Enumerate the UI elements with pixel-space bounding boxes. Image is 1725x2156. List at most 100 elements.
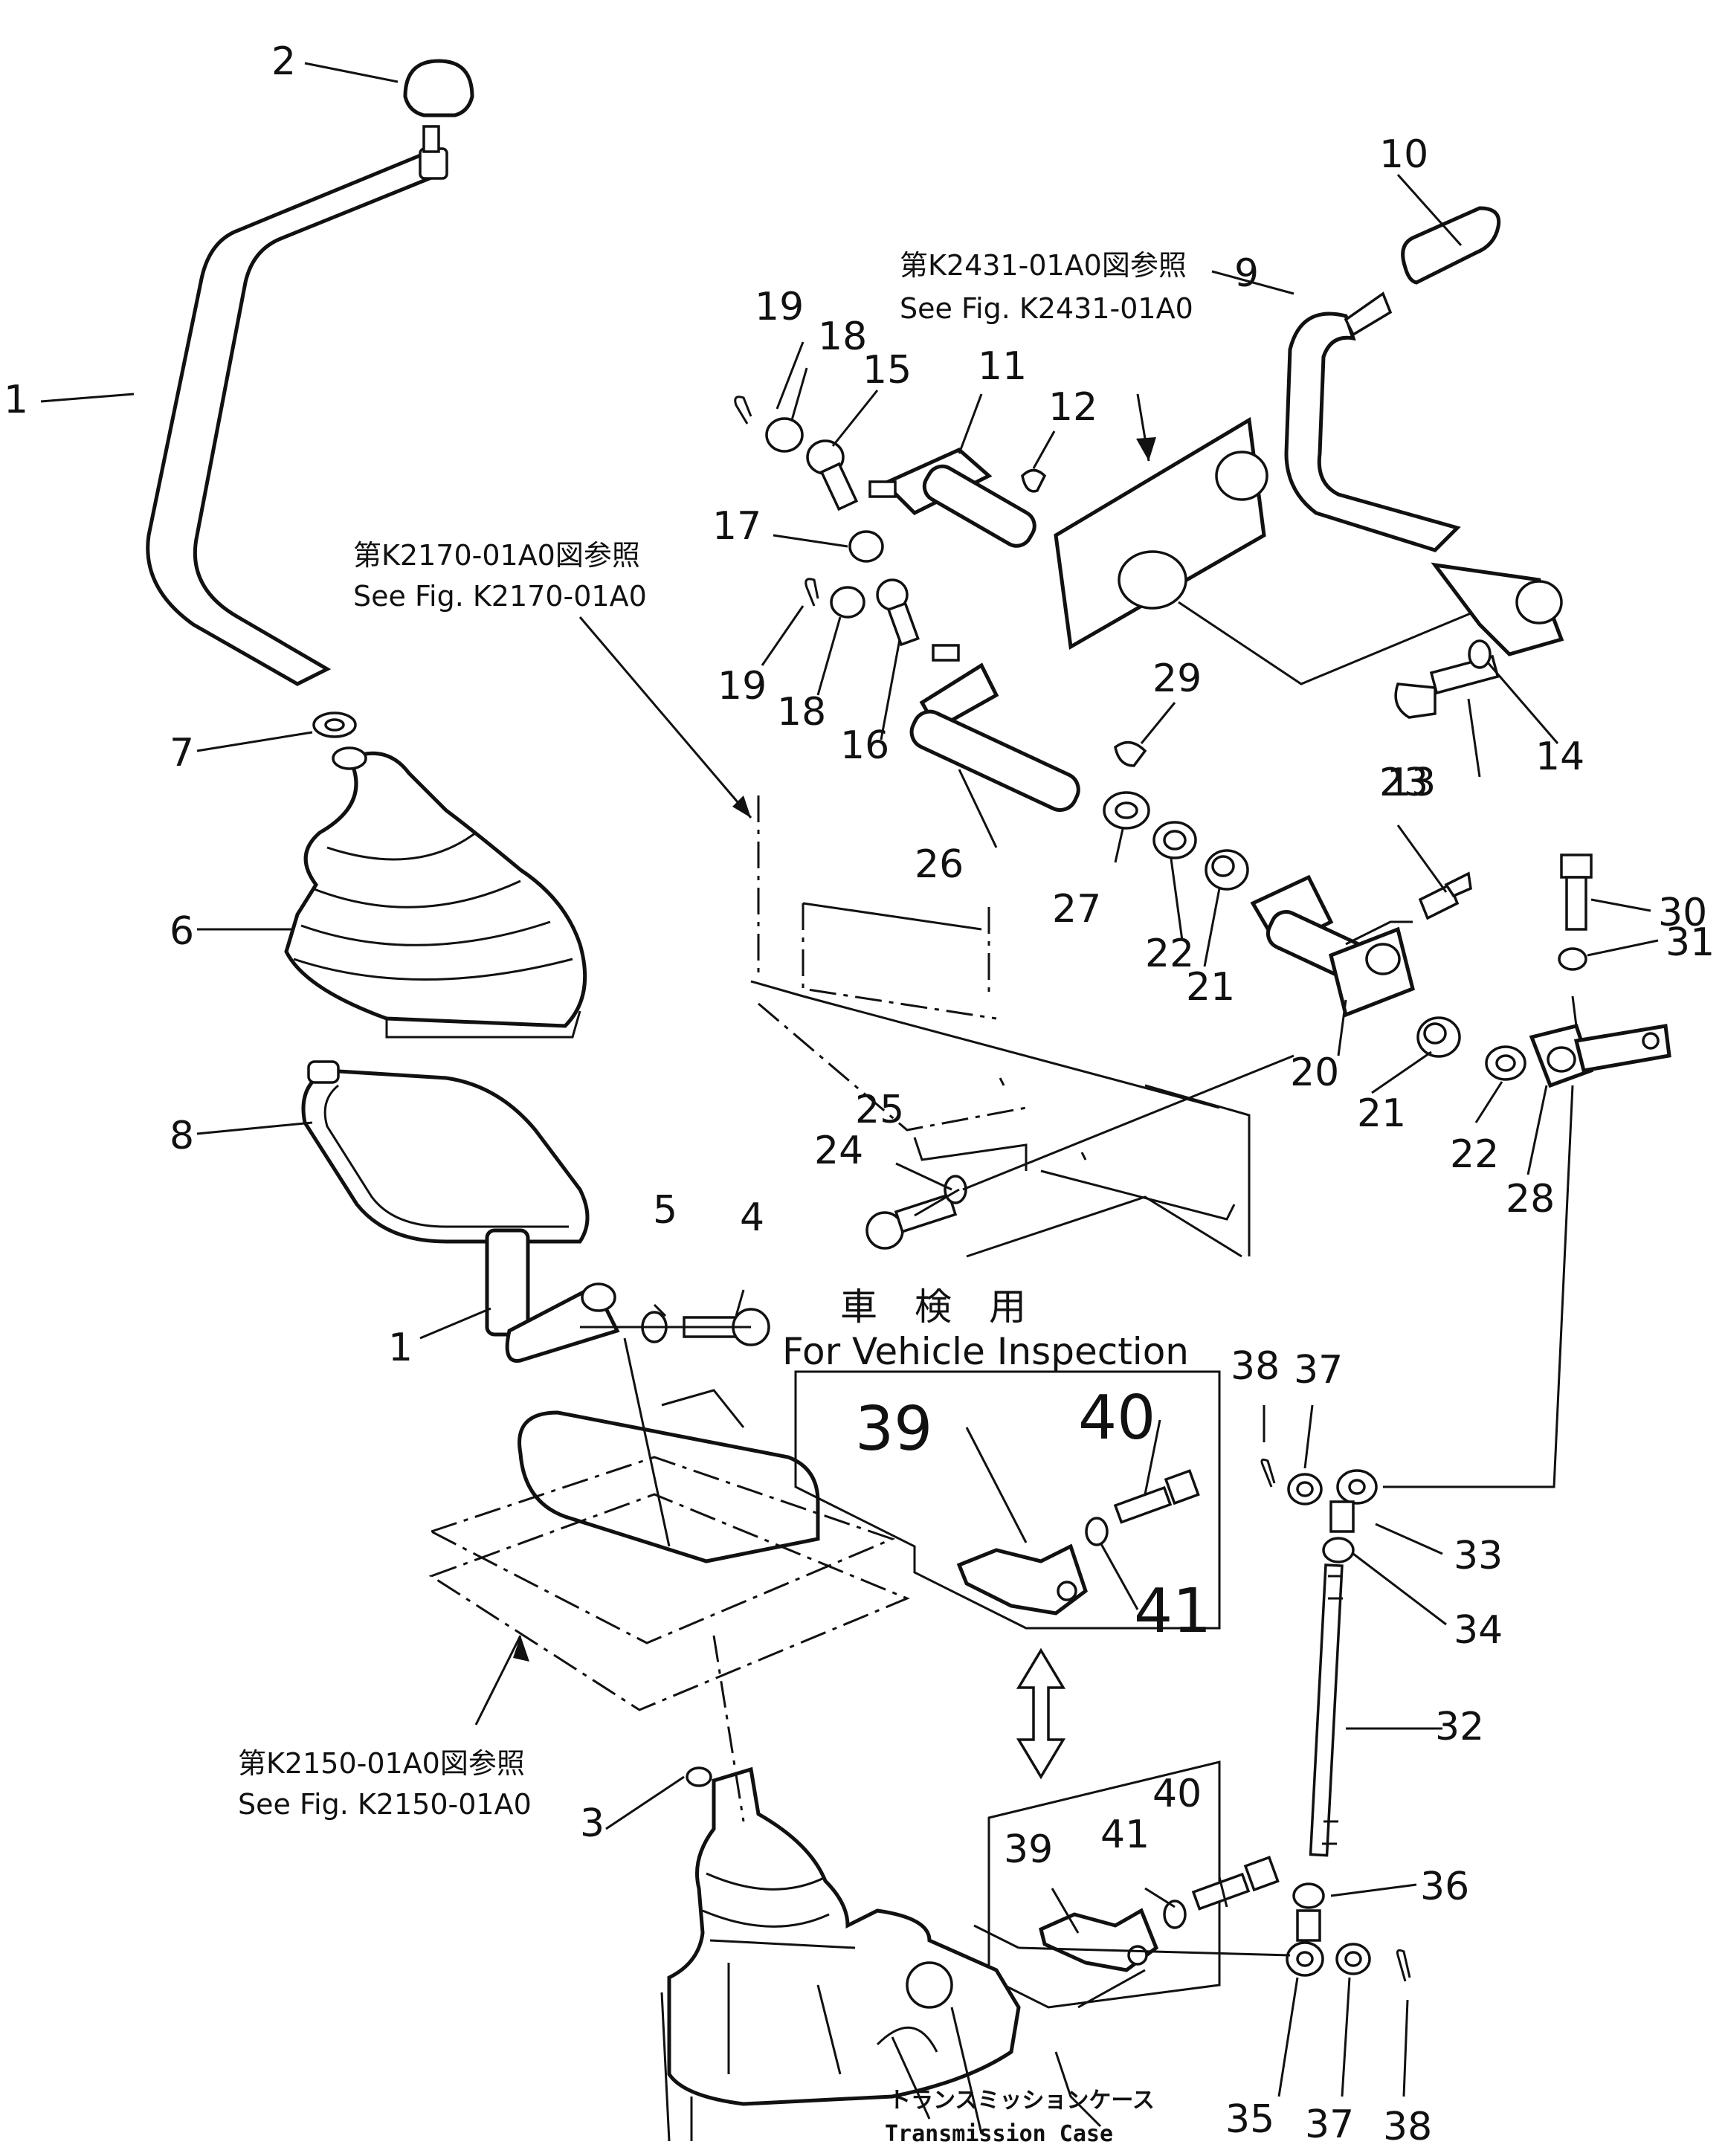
nut-34 <box>1322 1537 1355 1563</box>
nut-22b <box>1485 1045 1526 1081</box>
callout-9: 9 <box>1234 251 1259 296</box>
inspection-jp: 車 検 用 <box>840 1285 1026 1329</box>
callout-26: 26 <box>915 842 964 887</box>
connection-lines <box>580 1085 1574 2009</box>
pin-12 <box>1021 468 1047 493</box>
callout-31: 31 <box>1666 920 1715 965</box>
cotter-38b <box>1396 1949 1411 1982</box>
callout-25: 25 <box>855 1088 904 1132</box>
grip-10 <box>1401 206 1501 285</box>
callout-39-lower: 39 <box>1004 1827 1053 1872</box>
callout-27: 27 <box>1052 887 1101 932</box>
nut <box>312 711 357 738</box>
callout-38a: 38 <box>1231 1344 1280 1389</box>
callout-36: 36 <box>1420 1865 1469 1909</box>
transmission-box <box>987 1760 1221 2009</box>
callout-18a: 18 <box>818 314 867 359</box>
ref-k2431-jp: 第K2431-01A0図参照 <box>900 249 1187 282</box>
bracket-39-lower <box>1039 1908 1159 1972</box>
washer-31 <box>1558 947 1587 971</box>
callout-39-inset: 39 <box>855 1394 932 1465</box>
cotter-19a <box>734 396 752 425</box>
transmission-jp: トランスミッションケース <box>889 2088 1155 2114</box>
callout-22a: 22 <box>1145 932 1194 976</box>
nut-37b <box>1335 1943 1371 1975</box>
callout-21a: 21 <box>1186 965 1235 1010</box>
callout-29: 29 <box>1152 656 1202 701</box>
pin-29 <box>1114 740 1147 767</box>
callout-12: 12 <box>1048 385 1097 430</box>
callout-24: 24 <box>814 1129 863 1173</box>
callout-23: 23 <box>1379 761 1428 805</box>
transmission-en: Transmission Case <box>885 2121 1113 2147</box>
nut-22a <box>1152 821 1197 859</box>
callout-37b: 37 <box>1305 2102 1354 2147</box>
bracket-plate <box>1054 416 1480 685</box>
arm-26 <box>909 644 1080 813</box>
callout-22b: 22 <box>1450 1132 1499 1177</box>
callout-2: 2 <box>271 39 296 84</box>
callout-41-inset: 41 <box>1134 1576 1211 1647</box>
callout-8: 8 <box>170 1114 194 1158</box>
nut-18b <box>830 586 865 619</box>
callout-32: 32 <box>1435 1705 1484 1749</box>
callout-7: 7 <box>170 731 194 775</box>
double-arrow <box>1016 1647 1066 1780</box>
callout-14: 14 <box>1535 735 1584 779</box>
callout-11: 11 <box>978 344 1027 389</box>
nut-37a <box>1287 1473 1323 1505</box>
callout-35: 35 <box>1225 2097 1274 2142</box>
washer-41-lower <box>1163 1900 1187 1929</box>
callout-1a: 1 <box>4 378 28 422</box>
ring <box>301 1060 590 1244</box>
leader-arrowheads <box>513 437 1156 1662</box>
nut-18a <box>765 417 804 453</box>
inspection-box <box>794 1370 1221 1630</box>
ref-k2170-en: See Fig. K2170-01A0 <box>353 580 647 613</box>
callout-13: 13 <box>1387 761 1436 805</box>
callout-21b: 21 <box>1357 1091 1406 1136</box>
nut-36 <box>1292 1882 1325 1909</box>
callout-37a: 37 <box>1294 1348 1343 1392</box>
washer-41-inset <box>1085 1517 1109 1546</box>
shift-lever-upper <box>146 125 448 686</box>
ref-k2170-jp: 第K2170-01A0図参照 <box>353 539 640 572</box>
nut-17 <box>848 530 884 563</box>
rod-32 <box>1309 1563 1344 1857</box>
lever-9 <box>1284 291 1564 656</box>
bolt-24 <box>865 1192 958 1250</box>
knob <box>403 59 474 117</box>
ref-k2431-en: See Fig. K2431-01A0 <box>900 292 1193 325</box>
callout-16: 16 <box>840 723 889 768</box>
reference-panel <box>750 795 1294 1258</box>
bracket-28 <box>1529 995 1671 1088</box>
callout-15: 15 <box>862 348 912 393</box>
callout-33: 33 <box>1454 1534 1503 1578</box>
washer-25 <box>944 1175 967 1204</box>
rod-end-33 <box>1329 1469 1378 1533</box>
callout-10: 10 <box>1379 132 1428 177</box>
arm-11 <box>868 448 1036 548</box>
callout-40-inset: 40 <box>1078 1383 1155 1453</box>
grease-fitting-23 <box>1418 871 1472 920</box>
callout-1b: 1 <box>388 1326 413 1370</box>
bracket-39-inset <box>956 1543 1088 1616</box>
callout-38b: 38 <box>1383 2105 1432 2149</box>
callout-41-lower: 41 <box>1100 1813 1150 1857</box>
boot <box>284 746 587 1039</box>
callout-28: 28 <box>1506 1177 1555 1221</box>
bolt-40-inset <box>1113 1469 1200 1524</box>
cotter-19b <box>805 578 819 607</box>
cotter-38a <box>1260 1458 1276 1488</box>
bushing-21b <box>1416 1016 1461 1058</box>
snap-ring-3 <box>686 1766 712 1787</box>
callout-20: 20 <box>1290 1050 1339 1095</box>
transmission-housing <box>660 1766 1102 2142</box>
callout-17: 17 <box>712 504 761 549</box>
rod-end-35 <box>1286 1909 1324 1977</box>
bolt-30 <box>1560 853 1593 931</box>
callout-4: 4 <box>740 1195 764 1240</box>
transmission-labels: トランスミッションケース Transmission Case <box>885 2088 1155 2147</box>
callout-3: 3 <box>580 1801 604 1846</box>
